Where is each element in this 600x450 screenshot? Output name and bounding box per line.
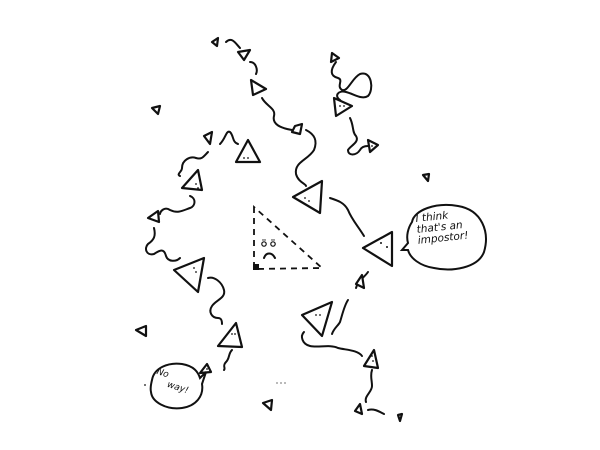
triangle-icon [134, 324, 148, 338]
speech-bubble-right [399, 204, 487, 271]
triangle-icon [362, 348, 380, 370]
triangle-icon [234, 138, 262, 164]
dashed-triangle-icon [253, 204, 325, 270]
triangle-icon [396, 412, 404, 423]
triangle-icon [332, 96, 354, 118]
speech-bubble-left [149, 362, 207, 410]
triangle-icon [210, 36, 220, 48]
triangle-icon [290, 122, 304, 136]
triangle-icon [261, 398, 274, 412]
speech-bubble-icon [399, 204, 487, 271]
triangle-icon [421, 172, 431, 183]
triangle-icon [172, 256, 206, 294]
squiggle-trails [145, 38, 385, 415]
triangle-icon [150, 104, 162, 116]
triangle-icon [216, 321, 244, 349]
triangle-icon [300, 300, 334, 338]
triangle-icon [146, 209, 161, 224]
triangle-icon [249, 78, 268, 97]
impostor-dashed-triangle [253, 204, 325, 270]
speaker-triangle-icon [361, 230, 394, 268]
crowd-triangles [134, 36, 431, 423]
triangle-icon [291, 179, 324, 215]
triangle-icon [353, 402, 364, 416]
triangle-icon [366, 138, 380, 154]
triangle-icon [329, 51, 341, 64]
triangle-icon [354, 273, 366, 290]
triangle-icon [202, 130, 214, 146]
speech-bubble-icon [149, 362, 207, 410]
triangle-icon [180, 168, 204, 192]
triangle-icon [236, 48, 252, 62]
